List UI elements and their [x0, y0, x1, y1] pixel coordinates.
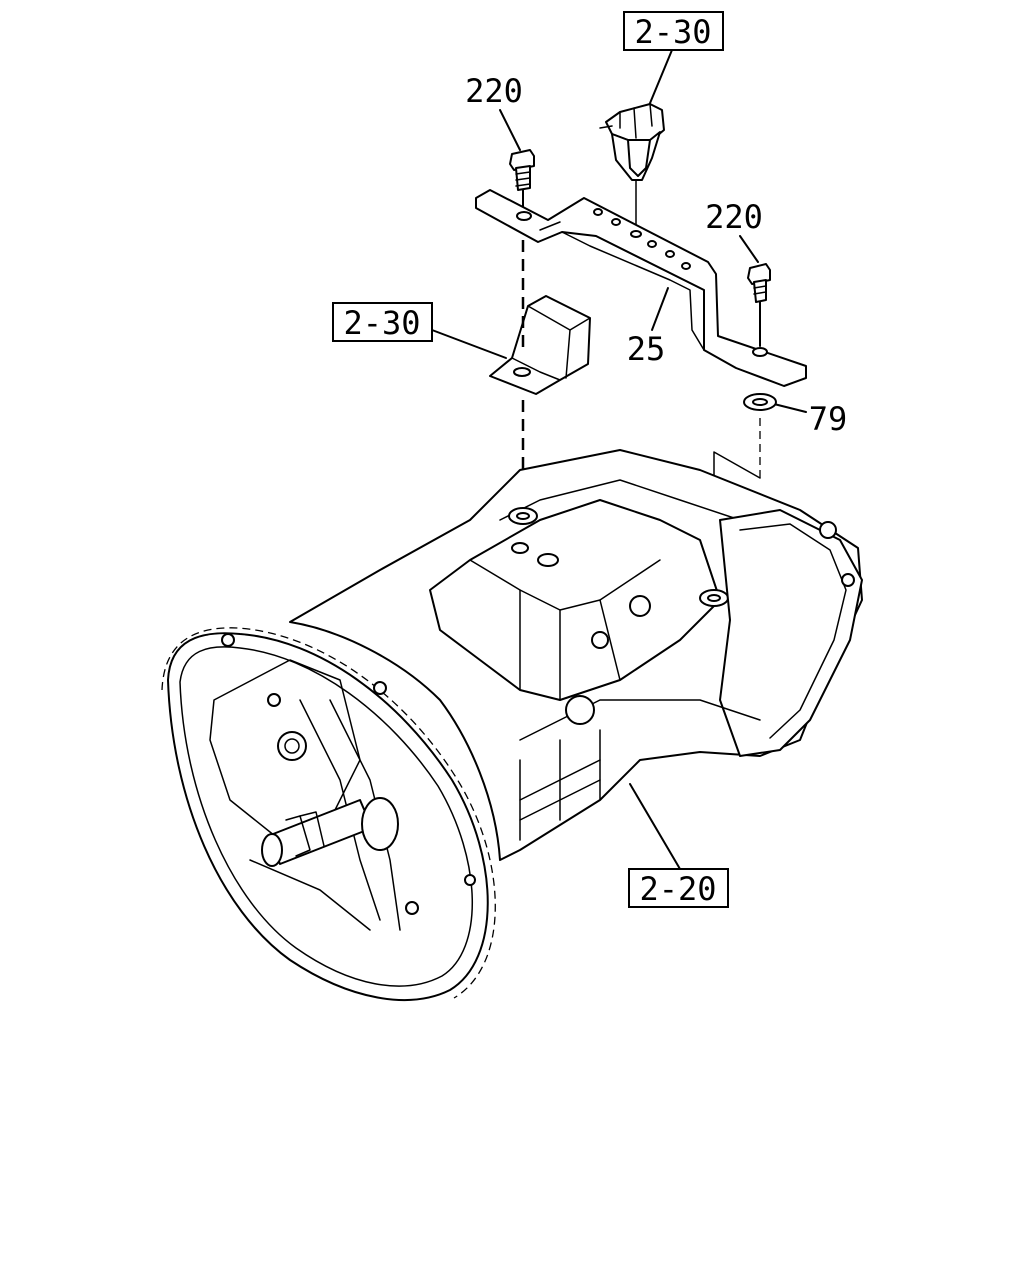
callout-220-right: 220 [705, 198, 763, 263]
callout-25-label: 25 [627, 330, 666, 368]
callout-2-20-label: 2-20 [639, 870, 716, 908]
transmission-illustration [161, 449, 863, 1001]
callout-220-left: 220 [465, 72, 523, 151]
callout-79-label: 79 [809, 400, 848, 438]
bolt-right-illustration [747, 263, 771, 347]
callout-220-right-label: 220 [705, 198, 763, 236]
callout-2-30-left-label: 2-30 [343, 304, 420, 342]
washer-illustration [743, 393, 777, 411]
bracket-illustration [475, 189, 807, 387]
mount-block-illustration [489, 295, 591, 395]
callout-2-30-top-label: 2-30 [634, 13, 711, 51]
callout-2-30-left: 2-30 [332, 302, 507, 359]
callout-25: 25 [627, 287, 669, 368]
callout-2-30-top: 2-30 [623, 11, 724, 109]
callout-2-20: 2-20 [628, 783, 729, 908]
bolt-left-illustration [509, 149, 535, 223]
callout-220-left-label: 220 [465, 72, 523, 110]
callout-79: 79 [773, 400, 848, 438]
clip-illustration [599, 103, 665, 233]
